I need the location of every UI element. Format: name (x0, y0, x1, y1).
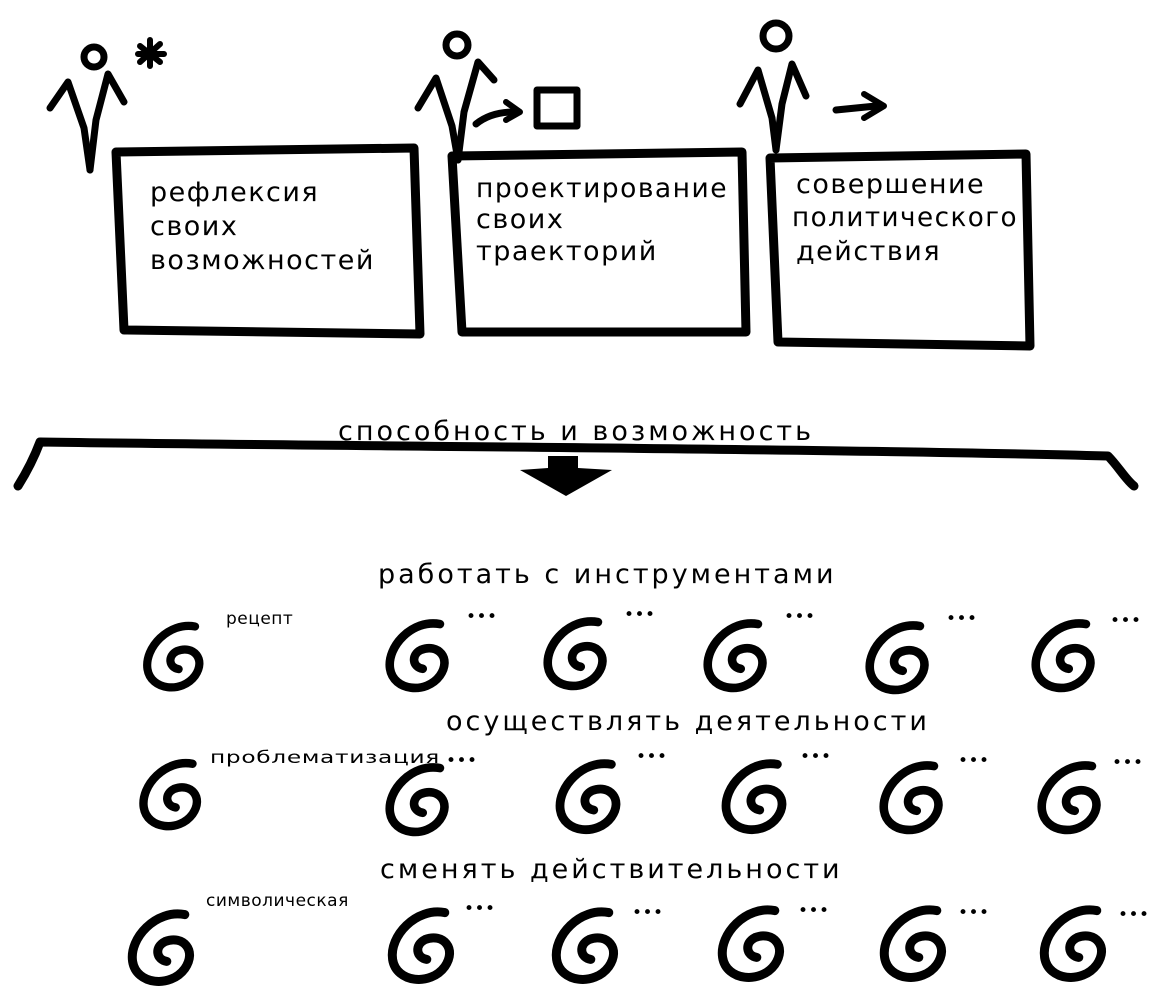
spiral-icon (726, 764, 782, 830)
ellipsis: ••• (636, 747, 668, 767)
box-action-line-2: политического (792, 202, 1018, 233)
row-activities: осуществлять деятельности проблематизаци… (143, 706, 1143, 832)
spiral-icon (390, 623, 445, 688)
row-realities: сменять действительности символическая •… (132, 854, 1149, 981)
spiral-icon (132, 914, 189, 982)
spiral-icon (147, 626, 199, 688)
ellipsis: ••• (798, 901, 830, 921)
box-designing: проектирование своих траекторий (447, 147, 751, 337)
spiral-icon (560, 764, 616, 830)
spiral-icon (548, 621, 603, 686)
ellipsis: ••• (958, 751, 990, 771)
box-designing-line-1: проектирование (476, 173, 728, 204)
box-action: совершение политического действия (765, 149, 1035, 351)
ellipsis: ••• (784, 607, 816, 627)
row-realities-heading: сменять действительности (380, 854, 843, 885)
box-reflection: рефлексия своих возможностей (111, 143, 425, 339)
ellipsis: ••• (632, 903, 664, 923)
ellipsis: ••• (466, 607, 498, 627)
spiral-icon (390, 767, 445, 832)
ellipsis: ••• (624, 605, 656, 625)
spiral-icon (556, 912, 613, 980)
bracket: способность и возможность (13, 416, 1139, 496)
ellipsis: ••• (800, 747, 832, 767)
person-arrow-icon (736, 19, 887, 154)
box-reflection-line-2: своих (150, 211, 238, 242)
row-realities-first-label: символическая (206, 891, 349, 911)
box-reflection-line-1: рефлексия (150, 177, 319, 208)
down-arrow-icon (520, 456, 612, 496)
person-star-icon (46, 37, 167, 174)
ellipsis: ••• (446, 751, 478, 771)
ellipsis: ••• (1118, 905, 1150, 925)
spiral-icon (708, 623, 763, 688)
row-tools-first-label: рецепт (226, 609, 293, 629)
row-tools-heading: работать с инструментами (378, 559, 837, 590)
spiral-icon (722, 910, 779, 978)
row-activities-heading: осуществлять деятельности (446, 706, 930, 737)
spiral-icon (143, 763, 196, 826)
ellipsis: ••• (464, 899, 496, 919)
box-reflection-line-3: возможностей (150, 245, 375, 276)
spiral-icon (884, 765, 939, 830)
ellipsis: ••• (1112, 753, 1144, 773)
spiral-icon (1044, 910, 1101, 978)
box-designing-line-3: траекторий (476, 236, 658, 267)
ellipsis: ••• (958, 903, 990, 923)
box-action-line-1: совершение (796, 169, 985, 200)
row-tools: работать с инструментами рецепт ••• ••• … (147, 559, 1141, 690)
row-activities-first-label: проблематизация (210, 748, 440, 768)
spiral-icon (884, 910, 941, 978)
box-action-line-3: действия (796, 236, 941, 267)
ellipsis: ••• (1110, 611, 1142, 631)
person-arrow-square-icon (414, 30, 581, 164)
spiral-icon (392, 912, 449, 980)
ellipsis: ••• (946, 609, 978, 629)
spiral-icon (870, 625, 925, 690)
box-designing-line-2: своих (476, 204, 564, 235)
spiral-icon (1036, 623, 1091, 688)
spiral-icon (1042, 765, 1097, 830)
